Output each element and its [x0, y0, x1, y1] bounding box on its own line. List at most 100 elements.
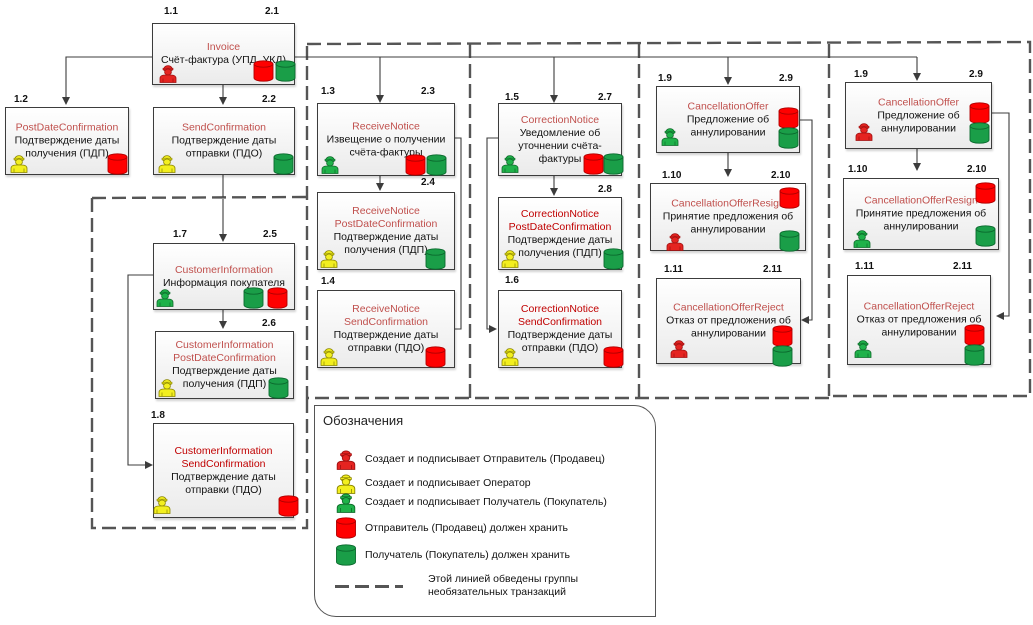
operator-person-icon — [10, 153, 28, 173]
receiver-storage-icon — [778, 127, 799, 149]
transaction-type-name: ReceiveNotice PostDateConfirmation — [334, 205, 438, 230]
step-number-left: 1.8 — [151, 410, 165, 421]
step-number-right: 2.9 — [779, 73, 793, 84]
step-number-right: 2.6 — [262, 318, 276, 329]
transaction-description: Подтверждение даты получения (ПДП) — [14, 134, 120, 160]
transaction-box-customer-info-post-date[interactable]: CustomerInformation PostDateConfirmation… — [155, 331, 294, 399]
receiver-storage-icon — [426, 154, 447, 176]
receiver-storage-icon — [273, 153, 294, 175]
step-number-left: 1.3 — [321, 86, 335, 97]
transaction-description: Извещение о получении счёта-фактуры — [326, 133, 446, 158]
transaction-description: Предложение об аннулировании — [877, 109, 960, 134]
transaction-description: Информация покупателя — [163, 276, 285, 289]
transaction-type-name: CancellationOfferResign — [864, 194, 978, 207]
step-number-right: 2.11 — [763, 264, 782, 275]
step-number-left: 1.10 — [848, 164, 868, 175]
receiver-storage-icon — [964, 344, 985, 366]
transaction-type-name: CustomerInformation PostDateConfirmation — [173, 339, 276, 364]
sender-storage-icon — [772, 325, 793, 347]
receiver-storage-icon — [243, 287, 264, 309]
operator-person-icon — [335, 472, 357, 494]
legend-label: Создает и подписывает Получатель (Покупа… — [365, 496, 607, 508]
legend-item-receiver-storage: Получатель (Покупатель) должен хранить — [335, 544, 570, 566]
receiver-storage-icon — [425, 248, 446, 270]
transaction-type-name: CorrectionNotice SendConfirmation — [517, 303, 603, 328]
legend-label: Получатель (Покупатель) должен хранить — [365, 549, 570, 561]
legend-item-dashed-line: Этой линией обведены группы необязательн… — [335, 573, 598, 599]
receiver-person-icon — [335, 491, 357, 513]
receiver-storage-icon — [603, 248, 624, 270]
transaction-description: Принятие предложения об аннулировании — [855, 207, 987, 233]
legend-title: Обозначения — [323, 413, 404, 428]
legend-item-sender: Создает и подписывает Отправитель (Прода… — [335, 448, 605, 470]
transaction-description: Подтверждение даты отправки (ПДО) — [171, 470, 276, 496]
sender-storage-icon — [267, 287, 288, 309]
step-number-right: 2.1 — [265, 6, 279, 17]
step-number-left: 1.11 — [664, 264, 683, 275]
step-number-right: 2.3 — [421, 86, 435, 97]
connector-customer-left — [127, 274, 153, 469]
receiver-person-icon — [853, 228, 871, 248]
sender-storage-icon — [964, 324, 985, 346]
transaction-type-name: CancellationOfferReject — [673, 301, 784, 314]
sender-storage-icon — [253, 60, 274, 82]
transaction-type-name: CancellationOfferResign — [671, 197, 785, 210]
receiver-storage-icon — [275, 60, 296, 82]
receiver-person-icon — [156, 287, 174, 307]
sender-storage-icon — [405, 154, 426, 176]
operator-person-icon — [320, 248, 338, 268]
sender-storage-icon — [603, 346, 624, 368]
operator-person-icon — [153, 494, 171, 514]
connector-invoice-left — [62, 56, 152, 105]
transaction-type-name: PostDateConfirmation — [15, 121, 119, 134]
legend: Обозначения Создает и подписывает Отправ… — [314, 405, 656, 617]
transaction-type-name: CustomerInformation — [174, 263, 274, 276]
legend-item-operator: Создает и подписывает Оператор — [335, 472, 531, 494]
transaction-description: Отказ от предложения об аннулировании — [666, 314, 791, 340]
sender-person-icon — [855, 121, 873, 141]
step-number-right: 2.4 — [421, 177, 435, 188]
transaction-description: Отказ от предложения об аннулировании — [856, 313, 982, 339]
connector-correction-left — [486, 137, 498, 333]
step-number-left: 1.2 — [14, 94, 28, 105]
receiver-storage-icon — [603, 153, 624, 175]
transaction-type-name: Invoice — [206, 41, 241, 53]
sender-person-icon — [666, 231, 684, 251]
transaction-description: Подтверждение даты отправки (ПДО) — [333, 329, 439, 354]
step-number-right: 2.10 — [771, 170, 791, 181]
step-number-right: 2.2 — [262, 94, 276, 105]
legend-item-receiver: Создает и подписывает Получатель (Покупа… — [335, 491, 607, 513]
step-number-left: 1.4 — [321, 276, 335, 287]
transaction-description: Предложение об аннулировании — [686, 113, 770, 138]
transaction-type-name: CancellationOffer — [878, 96, 959, 108]
transaction-type-name: CustomerInformation SendConfirmation — [174, 444, 273, 470]
